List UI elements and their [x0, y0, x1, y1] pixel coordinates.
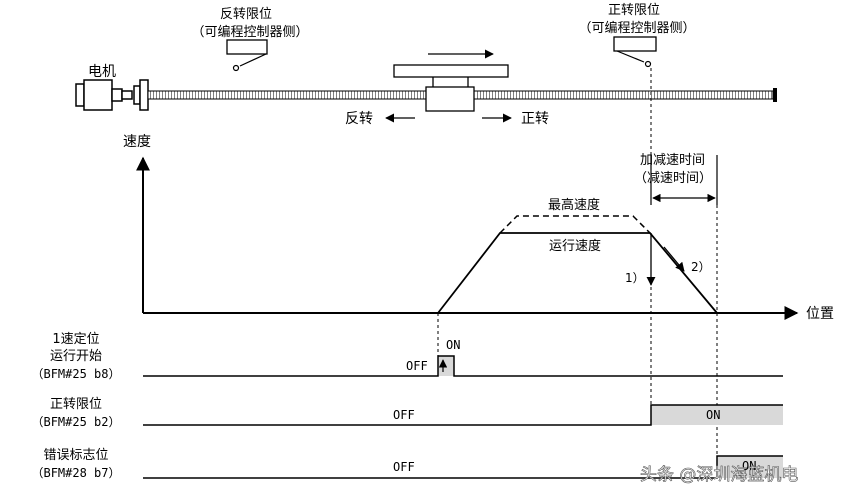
- signal-waveform: [143, 355, 783, 377]
- forward-limit-subtitle: （可编程控制器侧）: [578, 21, 695, 36]
- signal-waveform: [143, 455, 783, 479]
- signal-forward-limit: 正转限位 （BFM#25 b2） OFF ON: [31, 397, 783, 429]
- forward-limit-title: 正转限位: [608, 3, 660, 18]
- speed-graph: 速度 位置 最高速度 运行速度 1） 2） 加减速时间 （减速时间）: [123, 134, 834, 322]
- position-axis-label: 位置: [806, 306, 834, 322]
- marker-2: 2）: [691, 260, 711, 274]
- forward-direction-label: 正转: [521, 111, 549, 127]
- motor-icon: [75, 79, 133, 111]
- reverse-limit-title: 反转限位: [220, 7, 272, 22]
- marker-1: 1）: [625, 271, 645, 285]
- signal-on-label: ON: [706, 408, 720, 422]
- signal-run-start: 1速定位 运行开始 （BFM#25 b8） OFF ON: [31, 332, 783, 381]
- reverse-limit-switch: 反转限位 （可编程控制器侧）: [191, 7, 309, 72]
- decel-time-label: 加减速时间: [640, 153, 705, 168]
- speed-axis-label: 速度: [123, 134, 151, 150]
- reverse-direction-label: 反转: [345, 111, 373, 127]
- signal-error-flag: 错误标志位 （BFM#28 b7） OFF ON: [31, 448, 783, 480]
- signal-name-line1: 1速定位: [52, 332, 99, 347]
- moving-table: [393, 49, 509, 112]
- signal-name-line2: （BFM#25 b2）: [31, 415, 120, 429]
- decel-stop-arrow-icon: [663, 246, 685, 272]
- reverse-limit-subtitle: （可编程控制器侧）: [191, 25, 308, 40]
- signal-name-line3: （BFM#25 b8）: [31, 367, 120, 381]
- mechanism-section: 电机 反转限位 （可编程控制器侧） 正转限位 （可编程控制器侧）: [75, 3, 777, 127]
- signal-name-line1: 正转限位: [50, 397, 102, 412]
- run-speed-label: 运行速度: [549, 238, 601, 254]
- coupling-icon: [133, 79, 149, 111]
- forward-limit-switch: 正转限位 （可编程控制器侧）: [578, 3, 696, 68]
- watermark: 头条 @深圳海蓝机电: [640, 465, 798, 485]
- signal-waveform: [143, 404, 783, 426]
- decel-time-sub: （减速时间）: [634, 171, 712, 186]
- signal-name-line2: （BFM#28 b7）: [31, 466, 120, 480]
- signal-off-label: OFF: [393, 460, 415, 474]
- max-speed-label: 最高速度: [548, 197, 600, 213]
- signal-name-line2: 运行开始: [50, 349, 102, 364]
- signal-name-line1: 错误标志位: [43, 448, 108, 463]
- signal-off-label: OFF: [393, 408, 415, 422]
- guide-lines: [437, 68, 718, 478]
- run-speed-profile: [437, 232, 718, 314]
- signal-off-label: OFF: [406, 359, 428, 373]
- max-speed-profile: [499, 215, 651, 234]
- carriage: [425, 86, 475, 112]
- motor-label: 电机: [88, 64, 116, 80]
- signal-on-label: ON: [742, 459, 756, 473]
- signal-on-label: ON: [446, 338, 460, 352]
